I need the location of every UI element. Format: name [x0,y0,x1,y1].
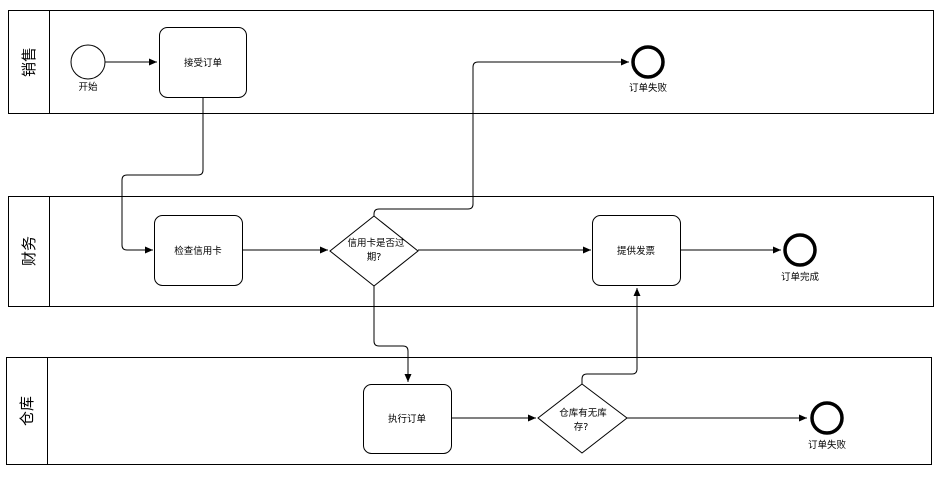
task-check-card[interactable]: 检查信用卡 [154,215,243,286]
gateway-in-stock[interactable]: 仓库有无库 存? [537,383,628,454]
edge-accept-to-check [121,97,204,254]
task-invoice-label: 提供发票 [617,245,656,257]
task-execute-order[interactable]: 执行订单 [363,384,452,454]
start-event[interactable] [70,44,106,80]
task-execute-order-label: 执行订单 [388,413,427,425]
end-event-warehouse-fail-label: 订单失败 [808,439,847,451]
edge-stock-to-invoice [581,288,641,384]
lane-title-warehouse: 仓库 [18,396,36,426]
lane-title-finance: 财务 [20,236,38,266]
end-event-sales-fail[interactable] [631,45,665,79]
end-event-warehouse-fail[interactable] [810,401,844,435]
lane-warehouse: 仓库 [6,357,932,465]
edge-decision-to-fail [373,58,629,216]
edge-decision-to-execute [373,286,412,382]
task-accept-order[interactable]: 接受订单 [159,27,247,98]
task-invoice[interactable]: 提供发票 [592,215,681,286]
task-check-card-label: 检查信用卡 [174,245,222,257]
end-event-order-done-label: 订单完成 [781,271,820,283]
edges [105,58,807,422]
gateway-card-expired-line2: 期? [367,252,382,263]
end-event-order-done[interactable] [783,233,817,267]
lane-title-sales: 销售 [20,47,38,77]
gateway-card-expired[interactable]: 信用卡是否过 期? [329,215,419,287]
end-event-sales-fail-label: 订单失败 [629,82,668,94]
gateway-in-stock-line2: 存? [574,421,589,433]
gateway-in-stock-line1: 仓库有无库 [559,407,607,419]
gateway-card-expired-line1: 信用卡是否过 [347,237,405,249]
task-accept-order-label: 接受订单 [184,57,223,69]
start-event-label: 开始 [78,81,98,93]
